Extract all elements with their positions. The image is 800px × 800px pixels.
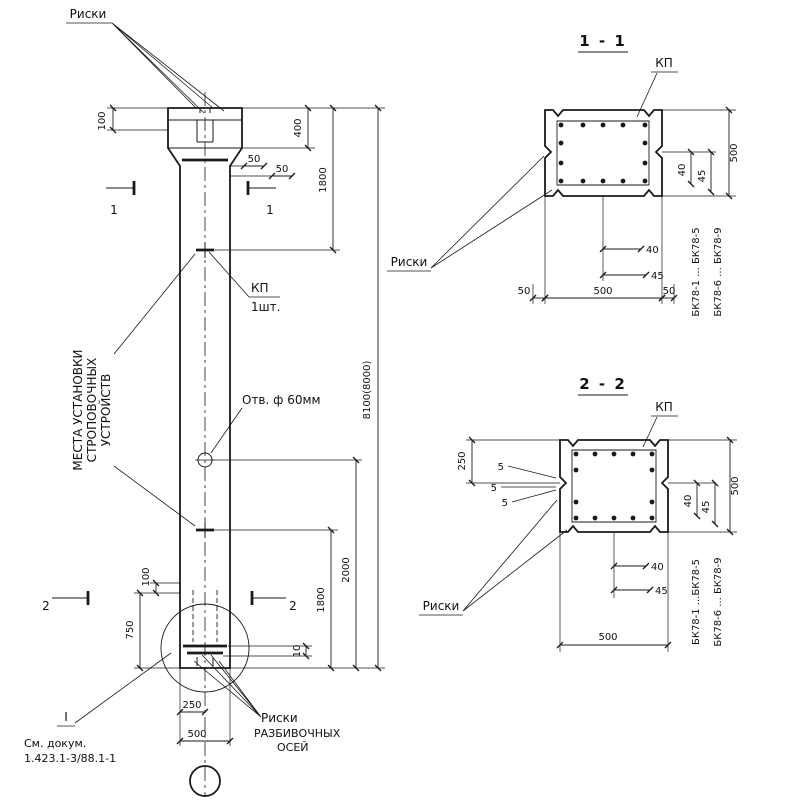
dim-100-top-label: 100 xyxy=(97,111,108,130)
section1-kp-label: КП xyxy=(655,56,673,70)
section2-dim-45-below-label: 45 xyxy=(655,586,668,597)
section1-dim-500-bottom-label: 500 xyxy=(593,286,612,297)
doc-ref-line2: 1.423.1-3/88.1-1 xyxy=(24,752,116,765)
axes-riski-line1: Риски xyxy=(261,711,298,725)
lifting-note-line3: УСТРОЙСТВ xyxy=(98,374,113,447)
section1-dim-40-right-label: 40 xyxy=(677,164,688,177)
section1-series-label-1: БК78-1 ... БК78-5 xyxy=(691,227,702,316)
bottom-risk-notches xyxy=(196,657,214,666)
section1-rebar-cage xyxy=(556,120,650,186)
embedded-plate-bottom xyxy=(183,644,227,655)
section2-5a-leader xyxy=(507,465,557,479)
section2-dim-500-bottom-label: 500 xyxy=(598,632,617,643)
section2-dim-500-right-label: 500 xyxy=(730,476,741,495)
note-mark: I xyxy=(64,710,68,724)
section2-kp-label: КП xyxy=(655,400,673,414)
section1-riski-leaders xyxy=(430,155,553,269)
detail-circle xyxy=(160,603,250,693)
ext-line xyxy=(230,165,272,177)
section2-series-label-2: БК78-6 ... БК78-9 xyxy=(713,557,724,646)
kp-label: КП xyxy=(251,281,269,295)
section1-dim-50-left-label: 50 xyxy=(518,286,531,297)
riski-top-label: Риски xyxy=(70,7,107,21)
dim-500-label: 500 xyxy=(187,729,206,740)
section-1-1-view: 1 - 1 КП 500 40 45 40 45 xyxy=(387,32,740,317)
section2-series-label-1: БК78-1 ...БК78-5 xyxy=(691,559,702,645)
section1-mark-right: 1 xyxy=(266,203,274,217)
section2-title: 2 - 2 xyxy=(579,375,627,393)
ext-line xyxy=(223,645,312,657)
ext-line xyxy=(532,196,675,304)
dim-400-label: 400 xyxy=(293,118,304,137)
lifting-note-line1: МЕСТА УСТАНОВКИ xyxy=(71,349,85,470)
section1-riski-label: Риски xyxy=(391,255,428,269)
dim-50b-label: 50 xyxy=(276,164,289,175)
section1-dim-45-right-label: 45 xyxy=(697,170,708,183)
section2-rebar-dots xyxy=(573,451,655,521)
section-2-2-view: 2 - 2 КП 250 5 5 5 500 40 xyxy=(419,375,741,652)
section1-dim-45-below-label: 45 xyxy=(651,271,664,282)
section2-dim-40-below-label: 40 xyxy=(651,562,664,573)
axes-riski-leaders xyxy=(193,654,262,718)
section2-mark-right: 2 xyxy=(289,599,297,613)
dim-750-label: 750 xyxy=(125,620,136,639)
axes-riski-line2: РАЗБИВОЧНЫХ xyxy=(254,727,341,740)
kp-leader xyxy=(208,251,250,298)
section1-dim-40-below-label: 40 xyxy=(646,245,659,256)
section1-title: 1 - 1 xyxy=(579,32,627,50)
ext-line xyxy=(466,439,560,484)
riski-top-leaders xyxy=(111,22,225,114)
section2-dim-5a-label: 5 xyxy=(498,462,504,473)
dim-100-bottom-label: 100 xyxy=(141,567,152,586)
kp-qty-label: 1шт. xyxy=(251,300,280,314)
hole-leader xyxy=(210,407,243,454)
section2-riski-label: Риски xyxy=(423,599,460,613)
hole-label: Отв. ф 60мм xyxy=(242,393,321,407)
section1-rebar-dots xyxy=(558,122,648,184)
ext-line xyxy=(662,109,736,197)
bottom-channel-dashed xyxy=(192,590,218,642)
section1-dim-50-right-label: 50 xyxy=(663,286,676,297)
section1-dim-500-right-label: 500 xyxy=(729,143,740,162)
section2-rebar-cage xyxy=(571,449,657,523)
lifting-note-line2: СТРОПОВОЧНЫХ xyxy=(85,358,99,463)
section2-mark-left: 2 xyxy=(42,599,50,613)
section2-dim-5b-label: 5 xyxy=(491,483,497,494)
section2-dim-5c-label: 5 xyxy=(502,498,508,509)
section2-dim-40-right-label: 40 xyxy=(683,495,694,508)
column-elevation-view: 1 1 2 2 100 400 50 50 1800 8100(8000) xyxy=(24,7,385,797)
dim-2000-label: 2000 xyxy=(341,557,352,582)
ext-line xyxy=(242,107,385,149)
doc-ref-line1: См. докум. xyxy=(24,737,86,750)
dim-10-label: 10 xyxy=(292,645,303,658)
section2-dim-250-label: 250 xyxy=(457,451,468,470)
ext-line xyxy=(107,107,168,131)
lifting-note-leaders xyxy=(113,253,196,527)
axis-bubble xyxy=(189,765,221,797)
section2-riski-leaders xyxy=(462,499,568,612)
ext-line xyxy=(179,668,231,746)
section2-5c-leader xyxy=(511,489,557,503)
dim-250-label: 250 xyxy=(182,700,201,711)
ext-line xyxy=(668,439,737,533)
section2-kp-leader xyxy=(642,416,658,448)
section2-dim-45-right-label: 45 xyxy=(701,501,712,514)
section1-mark-left: 1 xyxy=(110,203,118,217)
note-leader xyxy=(74,652,172,724)
ext-line xyxy=(559,532,669,652)
section1-series-label-2: БК78-6 ... БК78-9 xyxy=(713,227,724,316)
dim-overall-label: 8100(8000) xyxy=(362,361,373,420)
dim-50a-label: 50 xyxy=(248,154,261,165)
axes-riski-line3: ОСЕЙ xyxy=(277,741,309,754)
dim-1800-top-label: 1800 xyxy=(318,167,329,192)
dim-1800-bottom-label: 1800 xyxy=(316,587,327,612)
